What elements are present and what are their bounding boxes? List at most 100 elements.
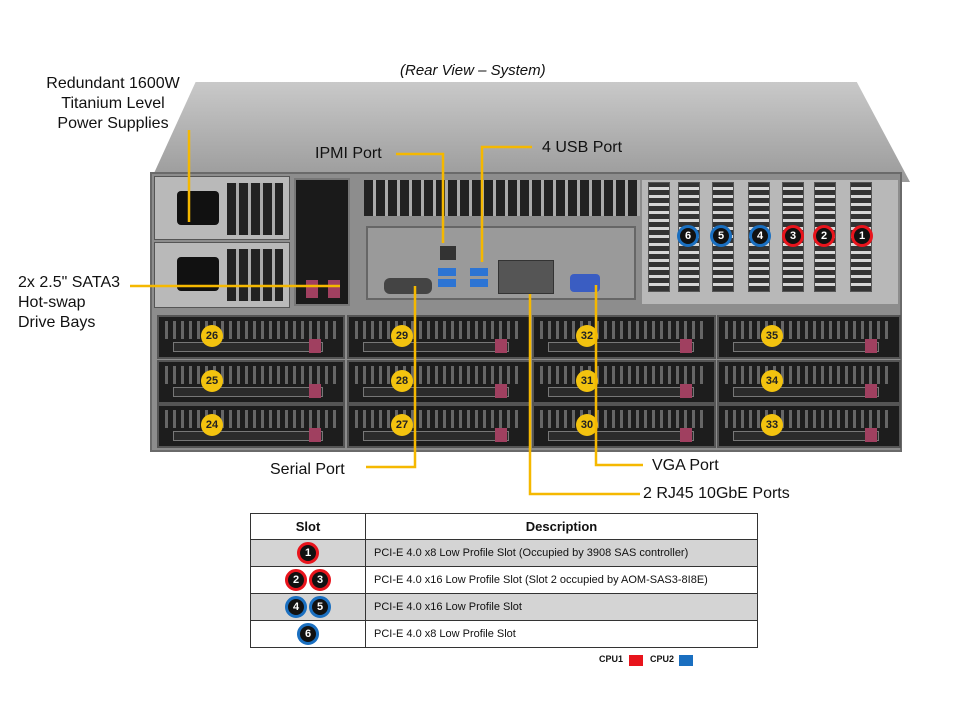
ipmi-port: [440, 246, 456, 260]
drive-bay: 30: [532, 404, 716, 448]
vga-port: [570, 274, 600, 292]
power-inlet-icon: [177, 191, 219, 225]
vga-callout-line: [594, 285, 643, 467]
ipmi-callout-line: [396, 152, 445, 243]
drive-bay-number: 35: [761, 325, 783, 347]
drive-handle[interactable]: [733, 431, 879, 441]
psu-label: Redundant 1600W Titanium Level Power Sup…: [40, 74, 186, 134]
power-supply-2: [154, 242, 290, 308]
pcie-slot-badge: 6: [677, 225, 699, 247]
drive-bay-number: 24: [201, 414, 223, 436]
header-description: Description: [365, 513, 758, 540]
drive-latch[interactable]: [309, 339, 321, 353]
drive-bay: 27: [347, 404, 531, 448]
drive-bay-number: 31: [576, 370, 598, 392]
description-cell: PCI-E 4.0 x8 Low Profile Slot: [365, 620, 758, 648]
drive-handle[interactable]: [733, 342, 879, 352]
table-row: 1 PCI-E 4.0 x8 Low Profile Slot (Occupied…: [250, 539, 758, 567]
drive-bay: 35: [717, 315, 901, 359]
drive-bay-number: 26: [201, 325, 223, 347]
drive-bay: 29: [347, 315, 531, 359]
caption: (Rear View – System): [400, 62, 546, 79]
2.5-drive-bays: [294, 178, 350, 306]
usb-ports: [470, 268, 488, 290]
psu-label-line: Redundant 1600W: [46, 75, 180, 92]
pcie-slot-badge: 1: [851, 225, 873, 247]
drive-bay-number: 29: [391, 325, 413, 347]
legend-cpu2-swatch: [679, 655, 693, 666]
usb-callout-line: [480, 145, 532, 262]
serial-label: Serial Port: [270, 461, 345, 478]
drive-bay: 25: [157, 360, 345, 404]
drive-latch[interactable]: [306, 280, 318, 298]
drive-latch[interactable]: [495, 428, 507, 442]
drive-handle[interactable]: [363, 342, 509, 352]
rj45-callout-line: [528, 294, 640, 496]
drive-handle[interactable]: [363, 387, 509, 397]
drive-handle[interactable]: [733, 387, 879, 397]
serial-callout-line: [366, 286, 417, 469]
pcie-slot-badge: 2: [813, 225, 835, 247]
drive-bay: 32: [532, 315, 716, 359]
description-cell: PCI-E 4.0 x16 Low Profile Slot (Slot 2 o…: [365, 566, 758, 594]
psu-fan-grille: [227, 249, 283, 301]
drive-handle[interactable]: [548, 387, 694, 397]
usb-ports: [438, 268, 456, 290]
drive-latch[interactable]: [309, 428, 321, 442]
drive-latch[interactable]: [865, 384, 877, 398]
drive-handle[interactable]: [173, 431, 323, 441]
drive-handle[interactable]: [548, 431, 694, 441]
io-vent: [364, 180, 640, 216]
pcie-slot-badge: 3: [782, 225, 804, 247]
drive-latch[interactable]: [495, 339, 507, 353]
drive-latch[interactable]: [309, 384, 321, 398]
rj45-label: 2 RJ45 10GbE Ports: [643, 485, 790, 502]
pcie-slot-badge: 4: [749, 225, 771, 247]
psu-label-line: Titanium Level: [61, 95, 165, 112]
drive-latch[interactable]: [865, 339, 877, 353]
legend-cpu1-label: CPU1: [599, 654, 624, 664]
slot-badge: 1: [297, 542, 319, 564]
drive-bays-label-line: Drive Bays: [18, 314, 96, 331]
drive-bay-number: 34: [761, 370, 783, 392]
slot-badge: 3: [309, 569, 331, 591]
drive-handle[interactable]: [173, 387, 323, 397]
slot-cell: 1: [250, 539, 366, 567]
drive-latch[interactable]: [328, 280, 340, 298]
chassis-top: [150, 82, 910, 182]
drive-bay-number: 25: [201, 370, 223, 392]
drive-bays-label-line: Hot-swap: [18, 294, 86, 311]
drive-handle[interactable]: [363, 431, 509, 441]
drive-bay-number: 30: [576, 414, 598, 436]
drive-handle[interactable]: [173, 342, 323, 352]
description-cell: PCI-E 4.0 x8 Low Profile Slot (Occupied …: [365, 539, 758, 567]
table-header: Slot Description: [250, 513, 758, 540]
drive-latch[interactable]: [680, 384, 692, 398]
power-supply-1: [154, 176, 290, 240]
psu-fan-grille: [227, 183, 283, 235]
io-shield: [366, 226, 636, 300]
serial-port: [384, 278, 432, 294]
vga-label: VGA Port: [652, 457, 719, 474]
drive-latch[interactable]: [495, 384, 507, 398]
drive-bays-label-line: 2x 2.5" SATA3: [18, 274, 121, 291]
pcie-bracket: [648, 182, 670, 292]
drive-handle[interactable]: [548, 342, 694, 352]
psu-label-line: Power Supplies: [57, 115, 169, 132]
drive-bay: 24: [157, 404, 345, 448]
slot-badge: 4: [285, 596, 307, 618]
drive-bay: 28: [347, 360, 531, 404]
legend-cpu2-label: CPU2: [650, 654, 675, 664]
pcie-slot-badge: 5: [710, 225, 732, 247]
drive-latch[interactable]: [865, 428, 877, 442]
drive-bay: 31: [532, 360, 716, 404]
drive-latch[interactable]: [680, 339, 692, 353]
drive-bays-label: 2x 2.5" SATA3 Hot-swap Drive Bays: [18, 273, 120, 333]
header-slot: Slot: [250, 513, 366, 540]
drive-latch[interactable]: [680, 428, 692, 442]
